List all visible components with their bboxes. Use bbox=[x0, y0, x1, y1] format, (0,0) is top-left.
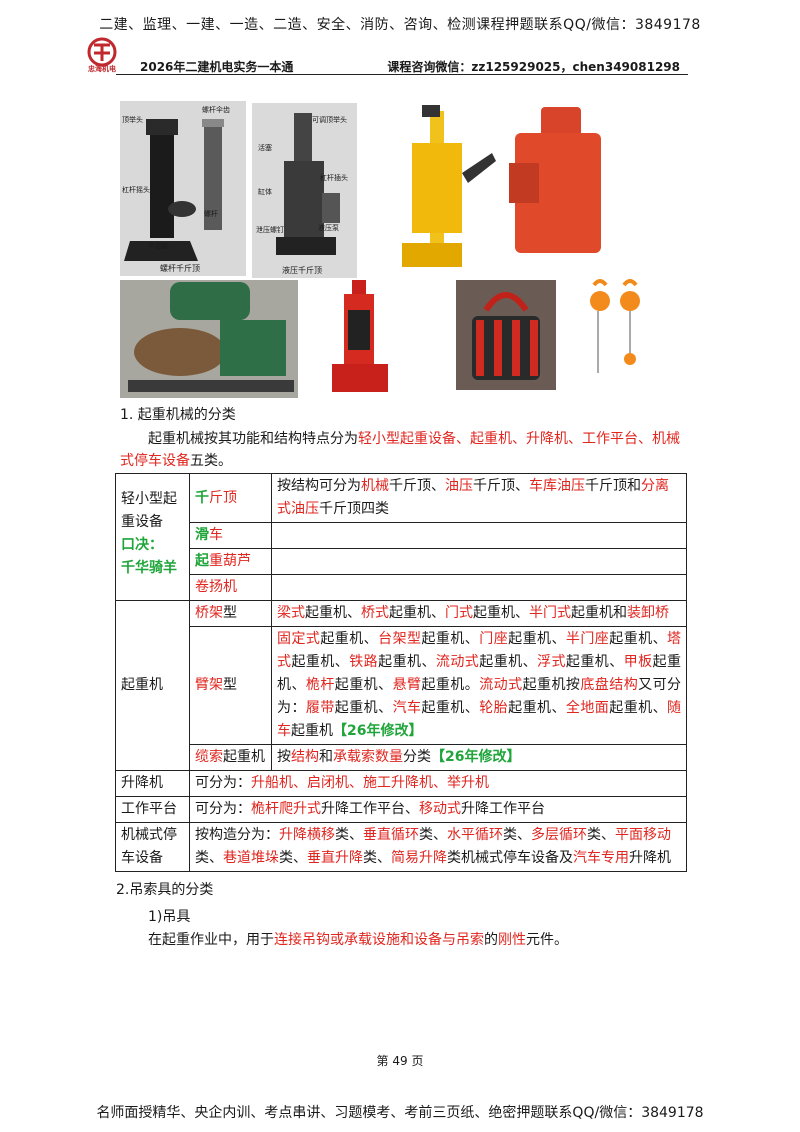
label-adj-head: 可调顶举头 bbox=[312, 116, 347, 124]
logo-icon bbox=[84, 37, 120, 69]
table-row: 起重葫芦 bbox=[116, 548, 687, 575]
page-number: 第 49 页 bbox=[376, 1054, 424, 1068]
cable-type-cell: 缆索起重机 bbox=[189, 744, 272, 771]
header-contact: 课程咨询微信：zz125929025，chen349081298 bbox=[387, 60, 680, 74]
table-row: 滑车 bbox=[116, 522, 687, 549]
footer-banner: 名师面授精华、央企内训、考点串讲、习题模考、考前三页纸、绝密押题联系QQ/微信：… bbox=[96, 1105, 704, 1121]
table-row: 卷扬机 bbox=[116, 574, 687, 601]
logo-text: 忠海机电 bbox=[88, 65, 116, 73]
pulley-block-photo bbox=[456, 280, 556, 390]
table-row: 缆索起重机 按结构和承载索数量分类【26年修改】 bbox=[116, 744, 687, 771]
label-lever-plug: 杠杆插头 bbox=[320, 174, 348, 182]
empty-cell bbox=[271, 574, 687, 601]
lift-desc: 可分为：升船机、启闭机、施工升降机、举升机 bbox=[189, 770, 687, 797]
label-lever-head: 杠杆摇头 bbox=[122, 186, 150, 194]
jib-desc: 固定式起重机、台架型起重机、门座起重机、半门座起重机、塔式起重机、铁路起重机、流… bbox=[271, 626, 687, 745]
hydraulic-jack-caption: 液压千斤顶 bbox=[282, 266, 322, 275]
label-screw-gear: 螺杆伞齿 bbox=[202, 106, 230, 114]
cable-desc: 按结构和承载索数量分类【26年修改】 bbox=[271, 744, 687, 771]
mnemonic: 千华骑羊 bbox=[121, 560, 177, 576]
rigging-definition: 在起重作业中，用于连接吊钩或承载设施和设备与吊索的刚性元件。 bbox=[148, 932, 568, 948]
empty-cell bbox=[271, 548, 687, 575]
jack-label: 斤顶 bbox=[209, 489, 237, 506]
table-row: 升降机 可分为：升船机、启闭机、施工升降机、举升机 bbox=[115, 770, 687, 797]
screw-jack-photo: 顶举头 螺杆伞齿 杠杆摇头 螺杆 伞齿轮 螺杆千斤顶 bbox=[120, 101, 246, 276]
intro-prefix: 起重机械按其功能和结构特点分为 bbox=[148, 431, 358, 447]
bridge-type-cell: 桥架型 bbox=[189, 600, 272, 627]
table-row: 机械式停车设备 按构造分为：升降横移类、垂直循环类、水平循环类、多层循环类、平面… bbox=[115, 822, 687, 872]
top-banner: 二建、监理、一建、一造、二造、安全、消防、咨询、检测课程押题联系QQ/微信：38… bbox=[99, 17, 701, 33]
section-2-subtitle: 1)吊具 bbox=[148, 909, 191, 925]
hoist-cell: 起重葫芦 bbox=[189, 548, 272, 575]
light-equipment-label: 轻小型起重设备 bbox=[121, 491, 177, 530]
platform-desc: 可分为：桅杆爬升式升降工作平台、移动式升降工作平台 bbox=[189, 796, 687, 823]
label-cylinder: 缸体 bbox=[258, 188, 272, 196]
header-divider bbox=[116, 74, 688, 75]
label-jack-head: 顶举头 bbox=[122, 116, 143, 124]
label-relief-screw: 泄压螺钉 bbox=[256, 226, 284, 234]
section-2-title: 2.吊索具的分类 bbox=[116, 882, 214, 898]
empty-cell bbox=[271, 522, 687, 549]
parking-desc: 按构造分为：升降横移类、垂直循环类、水平循环类、多层循环类、平面移动类、巷道堆垛… bbox=[189, 822, 687, 872]
hydraulic-jack-photo: 可调顶举头 活塞 杠杆插头 缸体 泄压螺钉 液压泵 液压千斤顶 bbox=[252, 103, 357, 278]
parking-label: 机械式停车设备 bbox=[115, 822, 190, 872]
crane-label: 起重机 bbox=[115, 600, 190, 771]
chain-hoist-photo bbox=[580, 277, 650, 387]
winch-cell: 卷扬机 bbox=[189, 574, 272, 601]
intro-categories: 轻小型起重设备、起重机、升降机、工作平台、机械式停车设备 bbox=[120, 431, 680, 469]
header-title: 2026年二建机电实务一本通 bbox=[140, 60, 294, 74]
mnemonic-label: 口决： bbox=[121, 537, 163, 553]
crane-classification-table: 轻小型起重设备 口决： 千华骑羊 千斤顶 按结构可分为机械千斤顶、油压千斤顶、车… bbox=[115, 473, 687, 872]
screw-jack-caption: 螺杆千斤顶 bbox=[160, 264, 200, 273]
jack-mnemonic-char: 千 bbox=[195, 489, 209, 506]
jib-type-cell: 臂架型 bbox=[189, 626, 272, 745]
table-row: 工作平台 可分为：桅杆爬升式升降工作平台、移动式升降工作平台 bbox=[115, 796, 687, 823]
section-1-title: 1. 起重机械的分类 bbox=[120, 407, 236, 423]
intro-suffix: 五类。 bbox=[190, 453, 232, 469]
label-bevel-gear: 伞齿轮 bbox=[148, 242, 169, 250]
table-row: 起重机 桥架型 梁式起重机、桥式起重机、门式起重机、半门式起重机和装卸桥 bbox=[115, 600, 687, 771]
label-piston: 活塞 bbox=[258, 144, 272, 152]
rack-jack-photo bbox=[392, 103, 502, 273]
pulley-cell: 滑车 bbox=[189, 522, 272, 549]
light-equipment-cell: 轻小型起重设备 口决： 千华骑羊 bbox=[115, 473, 190, 601]
label-hydraulic-pump: 液压泵 bbox=[318, 224, 339, 232]
bottle-jack-photo bbox=[330, 280, 390, 395]
platform-label: 工作平台 bbox=[115, 796, 190, 823]
winch-photo bbox=[120, 280, 298, 398]
table-row: 轻小型起重设备 口决： 千华骑羊 千斤顶 按结构可分为机械千斤顶、油压千斤顶、车… bbox=[115, 473, 687, 601]
jack-cell: 千斤顶 bbox=[189, 473, 272, 523]
hydraulic-jack-red-photo bbox=[505, 103, 605, 263]
section-1-intro: 起重机械按其功能和结构特点分为轻小型起重设备、起重机、升降机、工作平台、机械式停… bbox=[120, 428, 688, 472]
table-row: 臂架型 固定式起重机、台架型起重机、门座起重机、半门座起重机、塔式起重机、铁路起… bbox=[116, 626, 687, 745]
lift-label: 升降机 bbox=[115, 770, 190, 797]
jack-desc: 按结构可分为机械千斤顶、油压千斤顶、车库油压千斤顶和分离式油压千斤顶四类 bbox=[271, 473, 687, 523]
bridge-desc: 梁式起重机、桥式起重机、门式起重机、半门式起重机和装卸桥 bbox=[271, 600, 687, 627]
label-screw: 螺杆 bbox=[204, 210, 218, 218]
